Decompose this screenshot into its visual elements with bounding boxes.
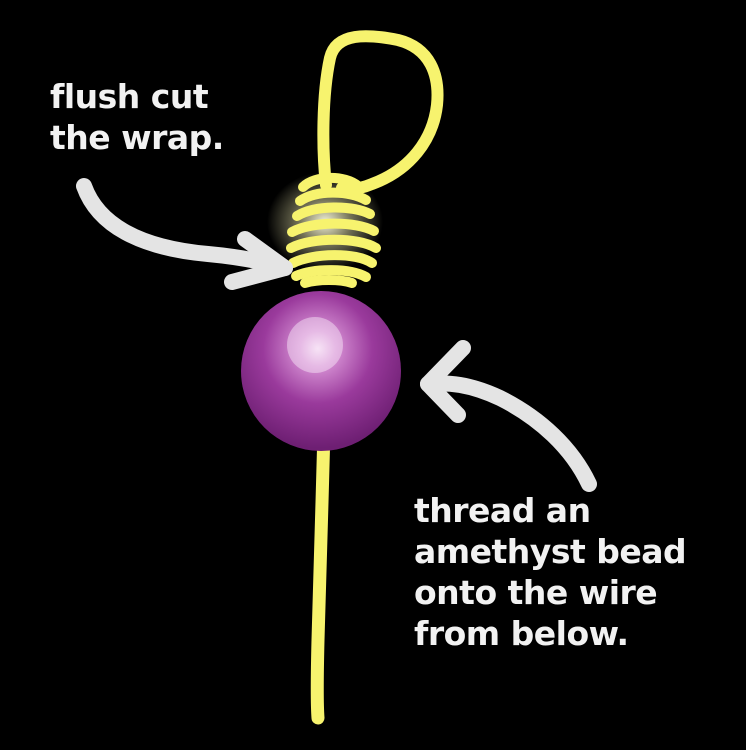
caption-line: amethyst bead	[414, 532, 687, 571]
caption-line: thread an	[414, 491, 591, 530]
caption-line: onto the wire	[414, 573, 658, 612]
thread-bead-caption: thread an amethyst bead onto the wire fr…	[414, 490, 687, 654]
curved-arrow-left-icon	[420, 340, 597, 492]
wire-wrap-coils	[286, 172, 381, 288]
curved-arrow-right-icon	[76, 178, 293, 290]
amethyst-bead	[241, 291, 401, 451]
caption-line: flush cut	[50, 77, 209, 116]
caption-line: the wrap.	[50, 118, 224, 157]
bead-highlight	[287, 317, 343, 373]
caption-line: from below.	[414, 614, 629, 653]
flush-cut-caption: flush cut the wrap.	[50, 76, 224, 158]
wire-loop	[317, 30, 444, 195]
wire-stem	[310, 423, 331, 725]
